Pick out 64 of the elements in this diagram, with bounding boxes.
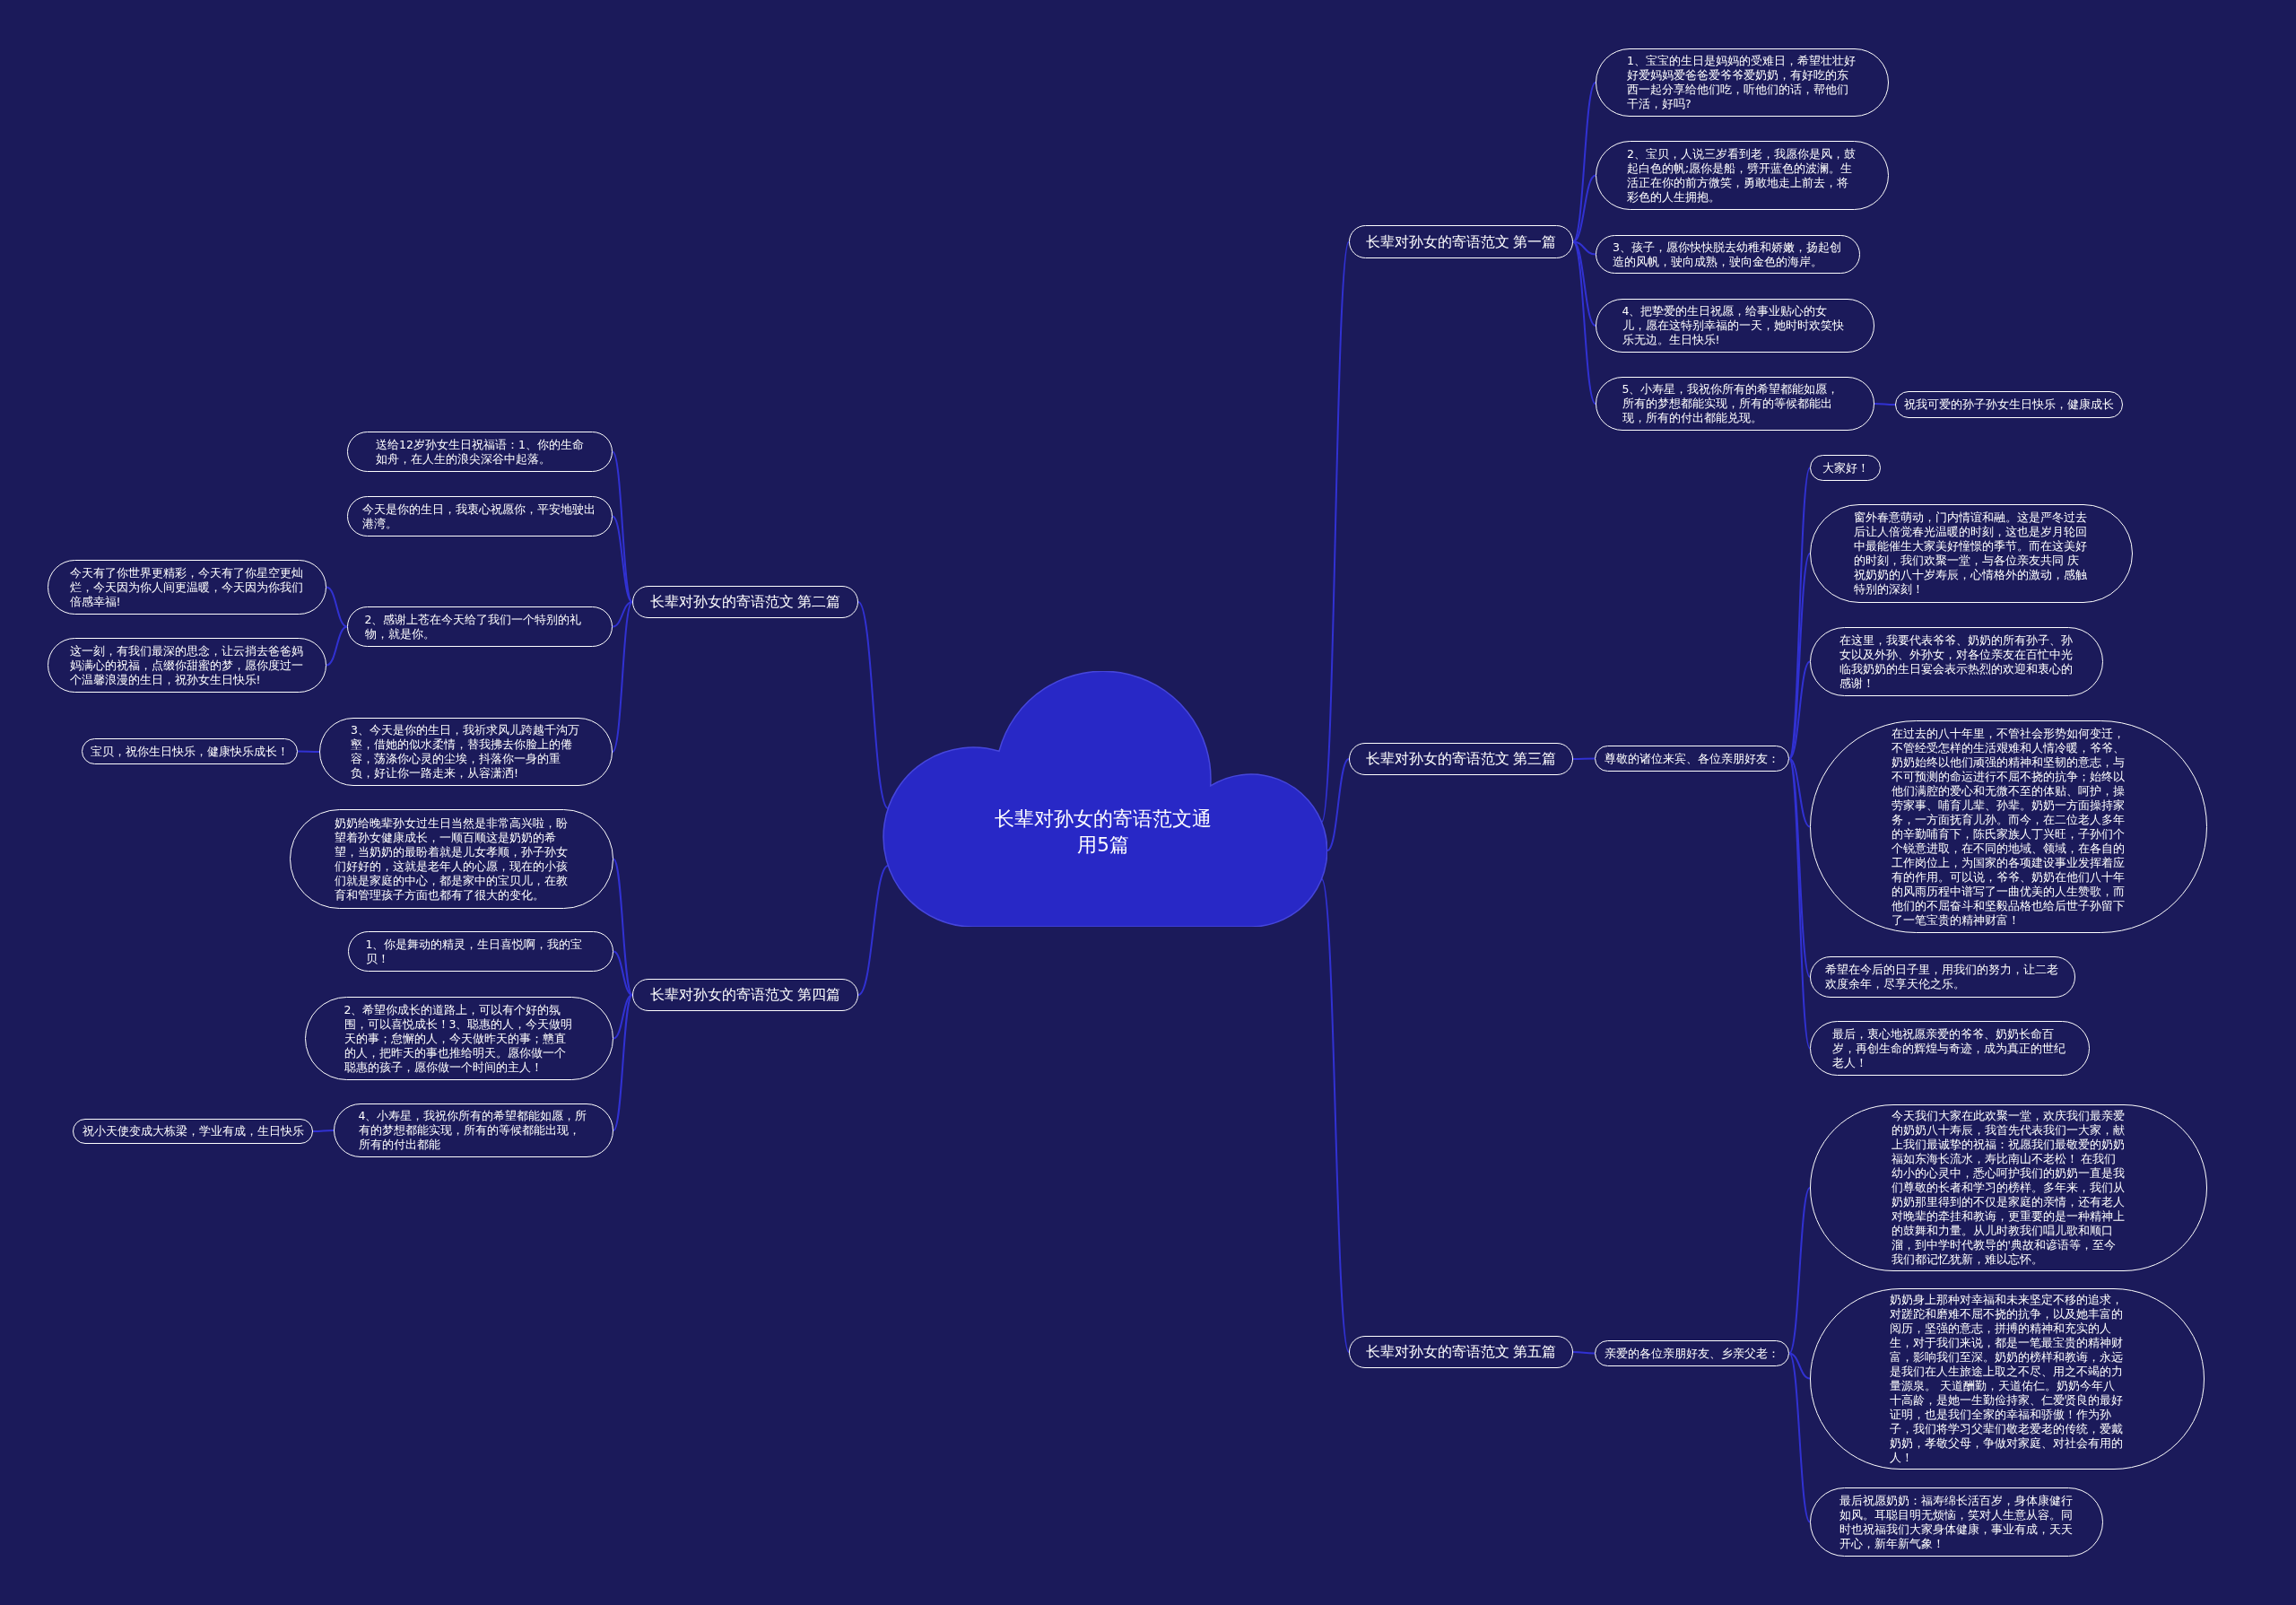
text-bubble: 奶奶给晚辈孙女过生日当然是非常高兴啦，盼望着孙女健康成长，一顺百顺这是奶奶的希望，当奶奶的最盼着就是儿女孝顺，孙子孙女们好好的，这就是老年人的心愿，现在的小孩们就是家庭的中心，都是家中的宝贝儿，在教育和管理孩子方面也都有了很大的变化。	[290, 809, 613, 909]
connector-line	[1326, 758, 1350, 851]
text-bubble: 祝小天使变成大栋梁，学业有成，生日快乐	[73, 1119, 313, 1144]
connector-line	[612, 601, 633, 628]
connector-line	[613, 994, 633, 1131]
text-bubble: 最后，衷心地祝愿亲爱的爷爷、奶奶长命百岁，再创生命的辉煌与奇迹，成为真正的世纪老人！	[1810, 1021, 2090, 1076]
text-bubble: 2、感谢上苍在今天给了我们一个特别的礼物，就是你。	[347, 606, 613, 647]
text-bubble: 宝贝，祝你生日快乐，健康快乐成长！	[82, 738, 298, 764]
connector-line	[1572, 1351, 1596, 1355]
connector-line	[1874, 403, 1896, 406]
text-bubble: 亲爱的各位亲朋好友、乡亲父老：	[1595, 1340, 1789, 1366]
connector-line	[297, 750, 320, 753]
text-bubble: 4、把挚爱的生日祝愿，给事业贴心的女儿，愿在这特别幸福的一天，她时时欢笑快乐无边。生日快乐!	[1596, 299, 1874, 353]
topic-bubble: 长辈对孙女的寄语范文 第二篇	[632, 586, 858, 618]
connector-line	[1788, 757, 1811, 828]
connector-line	[1572, 82, 1596, 243]
text-bubble: 这一刻，有我们最深的思念，让云捎去爸爸妈妈满心的祝福，点缀你甜蜜的梦，愿你度过一个温馨浪漫的生日，祝孙女生日快乐!	[48, 638, 326, 693]
text-bubble: 尊敬的诸位来宾、各位亲朋好友：	[1595, 746, 1789, 772]
central-title: 长辈对孙女的寄语范文通用5篇	[994, 807, 1213, 858]
text-bubble: 今天是你的生日，我衷心祝愿你，平安地驶出港湾。	[347, 496, 613, 536]
connector-line	[312, 1130, 335, 1132]
connector-line	[1788, 1352, 1811, 1380]
text-bubble: 1、你是舞动的精灵，生日喜悦啊，我的宝贝！	[348, 931, 613, 972]
connector-line	[1788, 1187, 1811, 1355]
text-bubble: 在过去的八十年里，不管社会形势如何变迁，不管经受怎样的生活艰难和人情冷暖，爷爷、奶奶始终以他们顽强的精神和坚韧的意志，与不可预测的命运进行不屈不挠的抗争；始终以他们满腔的爱心和无微不至的体贴、呵护，操劳家事、哺育儿辈、孙辈。奶奶一方面操持家务，一方面抚育儿孙。而今，在二位老人多年的辛勤哺育下，陈氏家族人丁兴旺，子孙们个个锐意进取，在不同的地域、领域，在各自的工作岗位上，为国家的各项建设事业发挥着应有的作用。可以说，爷爷、奶奶在他们八十年的风雨历程中谱写了一曲优美的人生赞歌，而他们的不屈奋斗和坚毅品格也给后世子孙留下了一笔宝贵的精神财富！	[1810, 720, 2207, 933]
text-bubble: 2、希望你成长的道路上，可以有个好的氛围，可以喜悦成长！3、聪惠的人，今天做明天的事；怠懈的人，今天做昨天的事；戆直的人，把昨天的事也推给明天。愿你做一个聪惠的孩子，愿你做一个时间的主人！	[305, 997, 613, 1080]
topic-bubble: 长辈对孙女的寄语范文 第四篇	[632, 979, 858, 1011]
connector-line	[612, 450, 633, 603]
text-bubble: 大家好！	[1810, 455, 1881, 481]
connector-line	[326, 586, 348, 628]
connector-line	[1320, 240, 1350, 823]
text-bubble: 1、宝宝的生日是妈妈的受难日，希望壮壮好好爱妈妈爱爸爸爱爷爷爱奶奶，有好吃的东西一起分享给他们吃，听他们的话，帮他们干活，好吗?	[1596, 48, 1889, 117]
text-bubble: 3、孩子，愿你快快脱去幼稚和娇嫩，扬起创造的风帆，驶向成熟，驶向金色的海岸。	[1596, 235, 1860, 274]
topic-bubble: 长辈对孙女的寄语范文 第三篇	[1349, 743, 1573, 775]
text-bubble: 5、小寿星，我祝你所有的希望都能如愿，所有的梦想都能实现，所有的等候都能出现，所有的付出都能兑现。	[1596, 377, 1874, 431]
connector-line	[613, 950, 633, 996]
connector-line	[1572, 757, 1596, 760]
connector-line	[612, 515, 633, 603]
connector-line	[613, 858, 633, 996]
text-bubble: 2、宝贝，人说三岁看到老，我愿你是风，鼓起白色的帆;愿你是船，劈开蓝色的波澜。生活正在你的前方微笑，勇敢地走上前去，将彩色的人生拥抱。	[1596, 141, 1889, 210]
text-bubble: 祝我可爱的孙子孙女生日快乐，健康成长	[1895, 391, 2123, 418]
text-bubble: 在这里，我要代表爷爷、奶奶的所有孙子、孙女以及外孙、外孙女，对各位亲友在百忙中光临我奶奶的生日宴会表示热烈的欢迎和衷心的感谢！	[1810, 627, 2103, 696]
text-bubble: 送给12岁孙女生日祝福语：1、你的生命如舟，在人生的浪尖深谷中起落。	[347, 432, 613, 472]
connector-line	[1788, 660, 1811, 760]
connector-line	[857, 601, 890, 809]
connector-line	[1320, 878, 1350, 1353]
text-bubble: 窗外春意萌动，门内情谊和融。这是严冬过去后让人倍觉春光温暖的时刻，这也是岁月轮回中最能催生大家美好憧憬的季节。而在这美好的时刻，我们欢聚一堂，与各位亲友共同 庆祝奶奶的八十岁寿辰，心情格外的激动，感触特别的深刻！	[1810, 504, 2133, 603]
text-bubble: 3、今天是你的生日，我祈求风儿跨越千沟万壑，借她的似水柔情，替我拂去你脸上的倦容，荡涤你心灵的尘埃，抖落你一身的重负，好让你一路走来，从容潇洒!	[319, 718, 613, 786]
text-bubble: 4、小寿星，我祝你所有的希望都能如愿，所有的梦想都能实现，所有的等候都能出现，所有的付出都能	[334, 1103, 613, 1157]
text-bubble: 希望在今后的日子里，用我们的努力，让二老欢度余年，尽享天伦之乐。	[1810, 956, 2075, 998]
connector-line	[857, 865, 890, 996]
connector-line	[326, 625, 348, 667]
text-bubble: 奶奶身上那种对幸福和未来坚定不移的追求，对蹉跎和磨难不屈不挠的抗争，以及她丰富的阅历，坚强的意志，拼搏的精神和充实的人生，对于我们来说，都是一笔最宝贵的精神财富，影响我们至深。奶奶的榜样和教诲，永远是我们在人生旅途上取之不尽、用之不竭的力量源泉。 天道酬勤，天道佑仁。奶奶今年八十高龄，是她一生勤俭持家、仁爱贤良的最好证明，也是我们全家的幸福和骄傲！作为孙子，我们将学习父辈们敬老爱老的传统，爱戴奶奶，孝敬父母，争做对家庭、对社会有用的人！	[1810, 1287, 2205, 1470]
connector-line	[612, 601, 633, 753]
connector-line	[1788, 1352, 1811, 1523]
text-bubble: 今天有了你世界更精彩，今天有了你星空更灿烂，今天因为你人间更温暖，今天因为你我们倍感幸福!	[48, 560, 326, 615]
connector-line	[1572, 174, 1596, 243]
connector-line	[1572, 240, 1596, 256]
connector-line	[613, 994, 633, 1040]
connector-line	[1572, 240, 1596, 405]
topic-bubble: 长辈对孙女的寄语范文 第一篇	[1349, 225, 1573, 258]
topic-bubble: 长辈对孙女的寄语范文 第五篇	[1349, 1336, 1573, 1368]
text-bubble: 最后祝愿奶奶：福寿绵长活百岁，身体康健行如风。耳聪目明无烦恼，笑对人生意从容。同时也祝福我们大家身体健康，事业有成，天天开心，新年新气象！	[1810, 1487, 2103, 1557]
text-bubble: 今天我们大家在此欢聚一堂，欢庆我们最亲爱的奶奶八十寿辰，我首先代表我们一大家，献上我们最诚挚的祝福：祝愿我们最敬爱的奶奶福如东海长流水，寿比南山不老松！ 在我们幼小的心灵中，悉心呵护我们的奶奶一直是我们尊敬的长者和学习的榜样。多年来，我们从奶奶那里得到的不仅是家庭的亲情，还有老人对晚辈的牵挂和教诲，更重要的是一种精神上的鼓舞和力量。从儿时教我们唱儿歌和顺口溜，到中学时代教导的'典故和谚语等，至今我们都记忆犹新，难以忘怀。	[1810, 1104, 2207, 1271]
